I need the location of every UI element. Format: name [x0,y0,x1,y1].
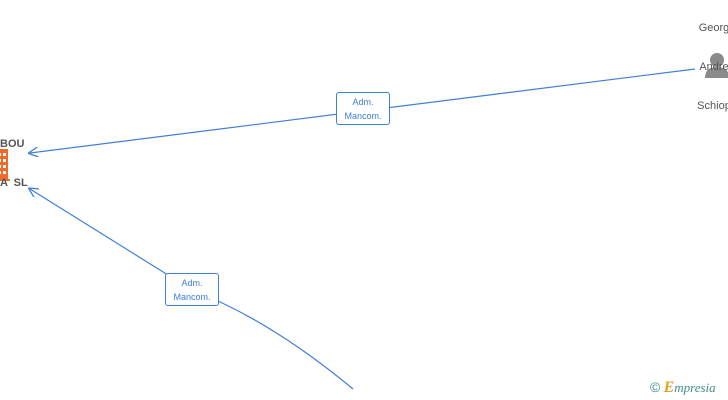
company-label-line1: BOU [0,138,25,150]
edge-label-line1: Adm. [352,97,374,107]
edge-label-line1: Adm. [181,278,203,288]
person-label-line1: Georg [698,22,728,34]
edge-label-adm-mancom[interactable]: Adm. Mancom. [336,92,390,125]
brand-initial: E [663,379,675,396]
company-label[interactable]: BOU A SL [0,112,28,216]
building-icon[interactable] [0,149,10,181]
person-icon[interactable] [705,53,728,78]
edge-label-line2: Mancom. [173,292,211,302]
empresia-watermark: © Empresia [650,379,716,399]
person-label-line2: Andre [699,61,728,73]
copyright-symbol: © [650,379,661,395]
company-label-line2: A SL [0,177,28,189]
person-label[interactable]: Georg Andre Schiop [682,0,728,139]
edge-label-adm-mancom[interactable]: Adm. Mancom. [165,273,219,306]
edge-label-line2: Mancom. [344,111,382,121]
brand-name: mpresia [674,380,716,395]
person-label-line3: Schiop [697,100,728,112]
